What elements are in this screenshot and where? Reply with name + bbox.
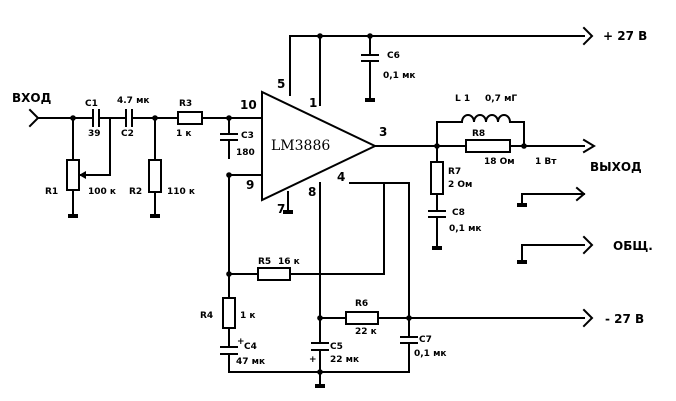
capacitor-c5 [311, 342, 329, 351]
l1-value: 0,7 мГ [485, 94, 517, 104]
resistor-r6 [345, 311, 379, 325]
junction-dots [70, 33, 527, 375]
c7-value: 0,1 мк [414, 349, 447, 359]
pin-10-label: 10 [240, 98, 257, 112]
output-label: ВЫХОД [590, 160, 642, 174]
c6-name: C6 [387, 51, 400, 61]
r4-name: R4 [200, 311, 213, 321]
resistor-r7 [430, 161, 444, 195]
c4-value: 47 мк [236, 357, 265, 367]
c4-polarity: + [237, 337, 245, 347]
pin-7-label: 7 [277, 202, 285, 216]
component-labels: C1 39 4.7 мк C2 R3 1 к C3 180 R1 100 к R… [45, 51, 557, 367]
r2-value: 110 к [167, 187, 195, 197]
r1-value: 100 к [88, 187, 116, 197]
capacitor-c6 [361, 54, 379, 62]
capacitor-c4 [220, 346, 238, 355]
vminus-label: - 27 В [605, 312, 644, 326]
pin-8-label: 8 [308, 185, 316, 199]
chip-name: LM3886 [271, 138, 330, 154]
r4-value: 1 к [240, 311, 256, 321]
c8-name: C8 [452, 208, 465, 218]
pin-9-label: 9 [246, 178, 254, 192]
c4-name: C4 [244, 342, 257, 352]
r1-name: R1 [45, 187, 58, 197]
c7-name: C7 [419, 335, 432, 345]
resistor-r4 [222, 297, 236, 329]
capacitor-c2 [125, 109, 133, 127]
pin-1-label: 1 [309, 96, 317, 110]
r6-name: R6 [355, 299, 368, 309]
capacitor-c8 [428, 210, 446, 218]
r5-name: R5 [258, 257, 271, 267]
capacitor-c7 [400, 336, 418, 344]
c5-value: 22 мк [330, 355, 359, 365]
pin-5-label: 5 [277, 77, 285, 91]
capacitor-c1 [92, 109, 100, 127]
r8-power: 1 Вт [535, 157, 557, 167]
c6-value: 0,1 мк [383, 71, 416, 81]
c3-name: C3 [241, 131, 254, 141]
wiper-arrow-icon [79, 171, 86, 179]
resistor-r8 [465, 139, 511, 153]
wires [28, 26, 596, 386]
r8-name: R8 [472, 129, 485, 139]
resistor-r1 [66, 159, 80, 191]
r2-name: R2 [129, 187, 142, 197]
c8-value: 0,1 мк [449, 224, 482, 234]
c2-name: C2 [121, 129, 134, 139]
terminal-labels: ВХОД ВЫХОД ОБЩ. + 27 В - 27 В [12, 29, 653, 326]
c1-value: 39 [88, 129, 101, 139]
pin-numbers: 5 1 10 9 3 4 8 7 [240, 77, 387, 216]
inductor-l1 [460, 114, 512, 124]
resistor-r3 [177, 111, 203, 125]
common-label: ОБЩ. [613, 239, 653, 253]
l1-name: L 1 [455, 94, 470, 104]
r7-value: 2 Ом [448, 180, 472, 190]
r5-value: 16 к [278, 257, 300, 267]
capacitor-c3 [220, 133, 238, 141]
op-amp-triangle [261, 90, 378, 202]
r8-value: 18 Ом [484, 157, 515, 167]
r3-value: 1 к [176, 129, 192, 139]
ground-symbols [68, 98, 527, 388]
r3-name: R3 [179, 99, 192, 109]
r7-name: R7 [448, 167, 461, 177]
c5-polarity: + [309, 355, 317, 365]
r6-value: 22 к [355, 327, 377, 337]
pin-4-label: 4 [337, 170, 345, 184]
c2-value: 4.7 мк [117, 96, 150, 106]
vplus-label: + 27 В [603, 29, 647, 43]
c1-name: C1 [85, 99, 98, 109]
resistor-r2 [148, 159, 162, 193]
resistor-r5 [257, 267, 291, 281]
input-label: ВХОД [12, 91, 51, 105]
pin-3-label: 3 [379, 125, 387, 139]
c3-value: 180 [236, 148, 255, 158]
c5-name: C5 [330, 342, 343, 352]
